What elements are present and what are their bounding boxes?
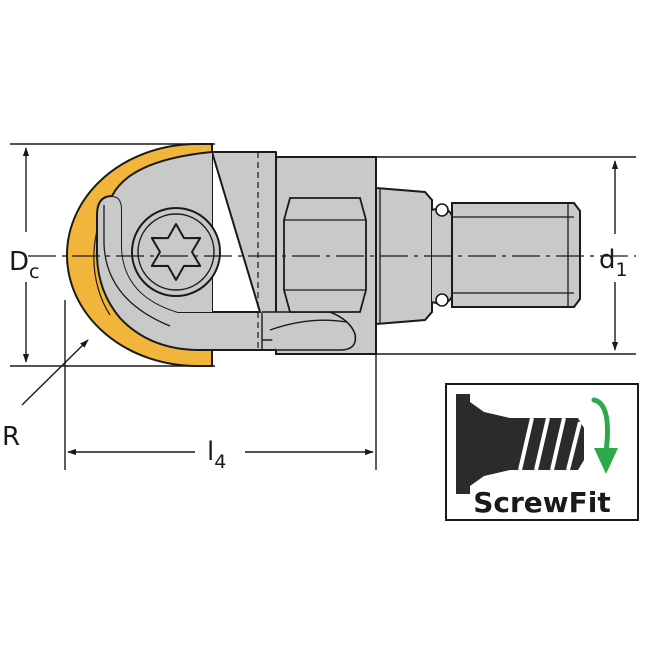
extension-lines <box>10 143 636 470</box>
d1-label: d <box>599 245 616 275</box>
torx-screw-icon <box>131 207 221 297</box>
screwfit-badge: ScrewFit <box>445 383 639 521</box>
dimension-d1: d1 <box>599 160 628 351</box>
rotate-arrow-icon <box>591 397 618 474</box>
dimension-l4: l4 <box>67 437 374 473</box>
radius-label: R <box>2 422 20 452</box>
dc-subscript: c <box>29 261 39 283</box>
svg-text:d1: d1 <box>599 245 628 281</box>
svg-text:Dc: Dc <box>9 247 39 283</box>
screwfit-screw-icon <box>456 394 584 494</box>
d1-subscript: 1 <box>616 259 628 281</box>
l4-subscript: 4 <box>214 451 226 473</box>
dc-label: D <box>9 247 29 277</box>
dimension-dc: Dc <box>9 147 39 363</box>
l4-label: l <box>207 437 214 467</box>
svg-text:l4: l4 <box>207 437 226 473</box>
dimension-radius: R <box>2 339 89 452</box>
screwfit-label: ScrewFit <box>473 486 611 519</box>
